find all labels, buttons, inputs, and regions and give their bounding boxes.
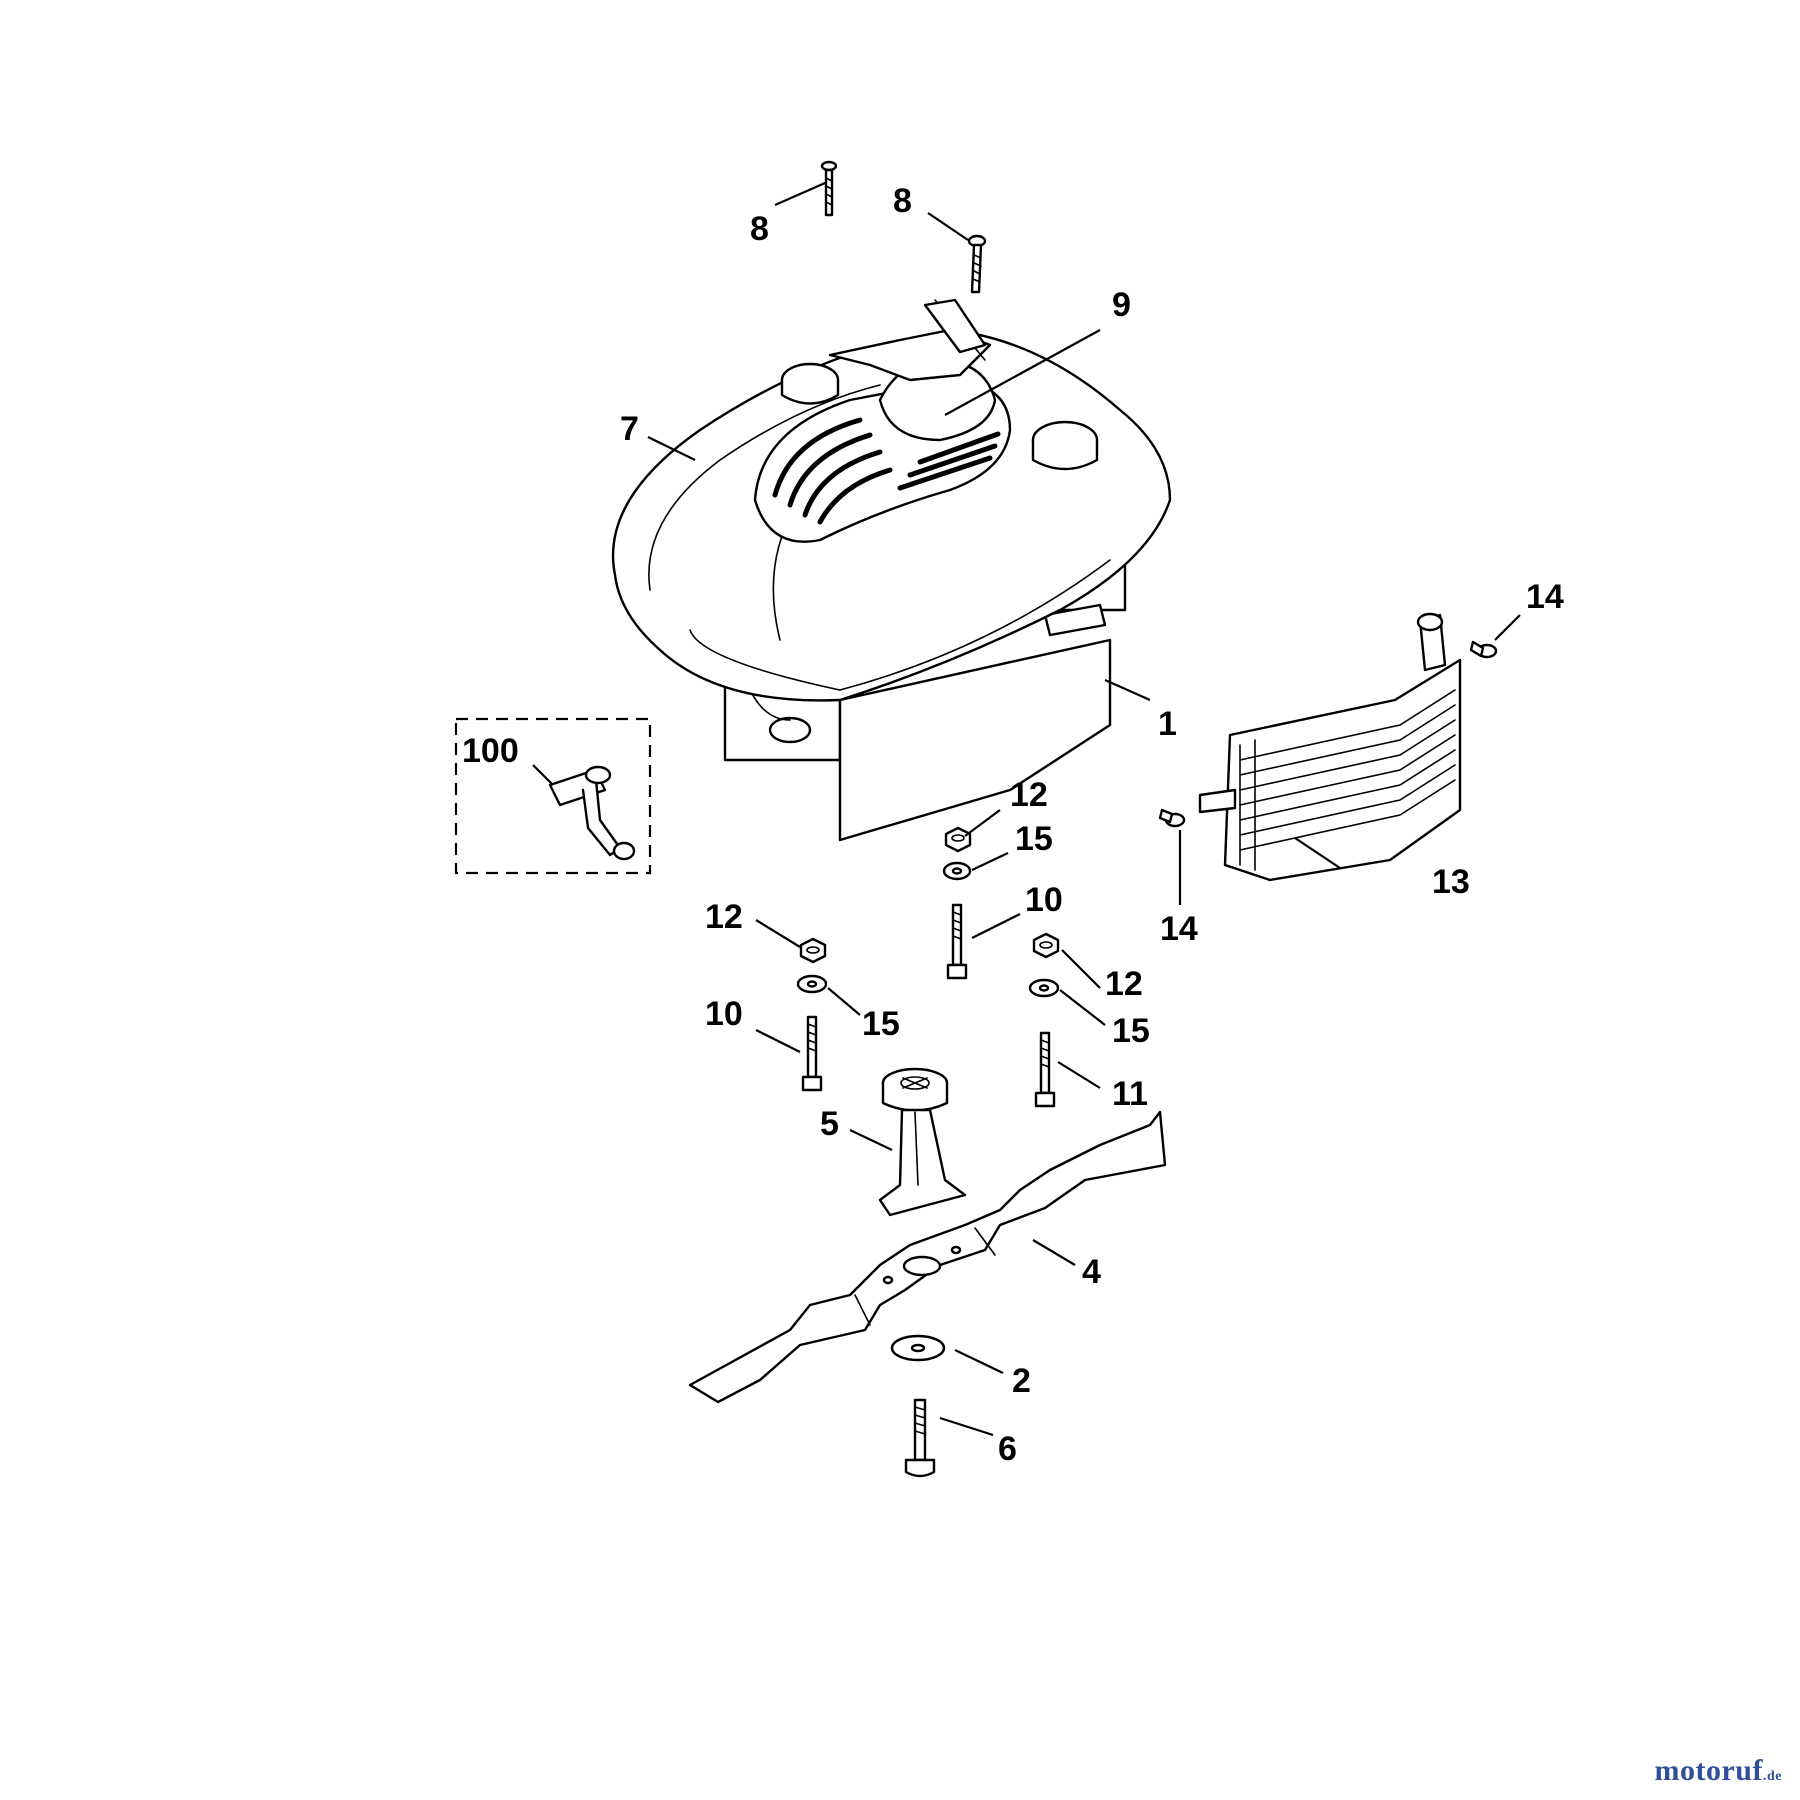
callout-15a: 15 — [1015, 820, 1053, 858]
callout-12a: 12 — [1010, 776, 1048, 814]
nut-part-12c — [1032, 932, 1060, 959]
optional-part-box — [454, 717, 652, 875]
engine-shroud — [611, 298, 1172, 842]
callout-5: 5 — [820, 1105, 839, 1143]
bolt-part-11 — [1034, 1031, 1056, 1108]
callout-14a: 14 — [1526, 578, 1564, 616]
callout-11: 11 — [1112, 1075, 1148, 1113]
callout-12b: 12 — [705, 898, 743, 936]
nut-part-12b — [799, 937, 827, 964]
callout-8b: 8 — [893, 182, 912, 220]
washer-part-15c — [1028, 978, 1060, 998]
washer-part-15a — [942, 861, 972, 881]
screw-part-8b — [967, 234, 987, 294]
mower-blade — [688, 1110, 1167, 1404]
bolt-part-14a — [1469, 640, 1498, 659]
washer-part-15b — [796, 974, 828, 994]
bolt-part-14b — [1158, 808, 1186, 828]
callout-15c: 15 — [1112, 1012, 1150, 1050]
watermark-brand: motoruf — [1654, 1754, 1763, 1787]
muffler-guard — [1198, 612, 1462, 882]
blade-bolt — [904, 1398, 936, 1478]
callout-14b: 14 — [1160, 910, 1198, 948]
callout-9: 9 — [1112, 286, 1131, 324]
callout-13: 13 — [1432, 863, 1470, 901]
callout-10a: 10 — [1025, 881, 1063, 919]
nut-part-12a — [944, 826, 972, 853]
callout-8a: 8 — [750, 210, 769, 248]
screw-part-8a — [820, 160, 838, 217]
callout-6: 6 — [998, 1430, 1017, 1468]
callout-10b: 10 — [705, 995, 743, 1033]
site-watermark: motoruf.de — [1655, 1754, 1782, 1788]
spark-plug-boot — [548, 765, 636, 861]
callout-15b: 15 — [862, 1005, 900, 1043]
callout-2: 2 — [1012, 1362, 1031, 1400]
callout-labels: 8 8 9 7 1 12 15 10 12 15 10 12 15 11 5 4… — [462, 182, 1564, 1468]
callout-1: 1 — [1158, 705, 1177, 743]
leader-lines — [532, 181, 1521, 1437]
bolt-part-10b — [801, 1015, 823, 1092]
blade-adapter — [878, 1067, 967, 1217]
callout-100: 100 — [462, 732, 519, 770]
bolt-part-10a — [946, 903, 968, 980]
callout-7: 7 — [620, 410, 639, 448]
callout-4: 4 — [1082, 1253, 1101, 1291]
blade-washer — [890, 1334, 946, 1362]
watermark-suffix: .de — [1763, 1769, 1782, 1784]
callout-12c: 12 — [1105, 965, 1143, 1003]
